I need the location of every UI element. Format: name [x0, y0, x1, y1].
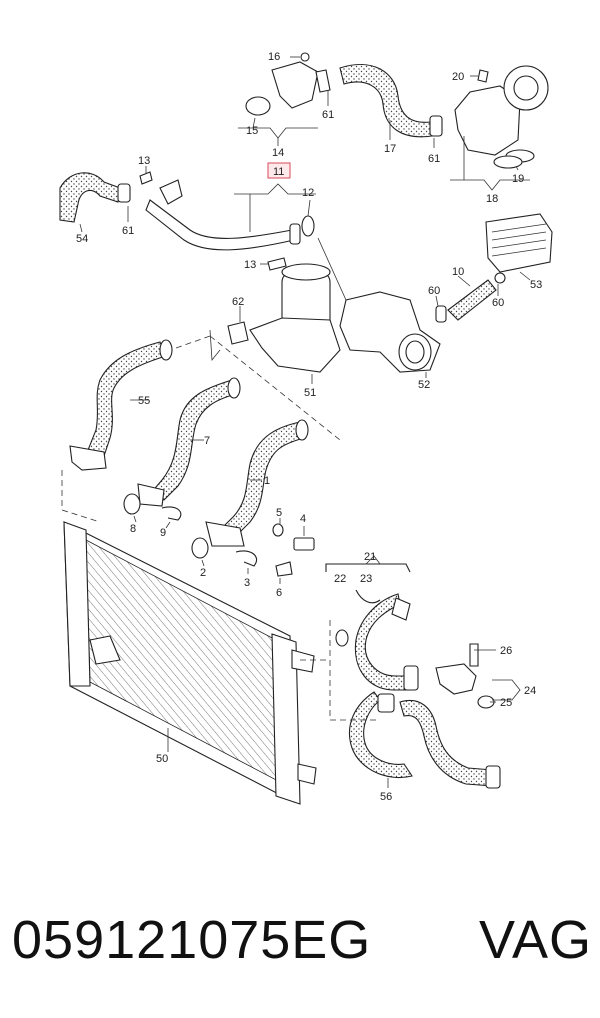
callout-4: 4 [300, 513, 306, 525]
thermostat-housing-assembly [245, 52, 549, 169]
small-part-leaders [133, 515, 305, 584]
callout-62: 62 [232, 296, 244, 308]
oil-filter-housing [227, 263, 341, 373]
coolant-system-exploded-diagram: 16 15 14 61 17 61 20 19 18 13 11 12 54 6… [59, 51, 553, 805]
callout-6: 6 [276, 587, 282, 599]
water-pump [339, 291, 441, 373]
callout-51: 51 [304, 387, 316, 399]
callout-61: 61 [322, 109, 334, 121]
callout-56: 56 [380, 791, 392, 803]
brand-name: VAG [478, 910, 592, 970]
callout-21: 21 [364, 551, 376, 563]
callout-60: 60 [492, 297, 504, 309]
callout-3: 3 [244, 577, 250, 589]
radiator [63, 521, 317, 805]
callout-22: 22 [334, 573, 346, 585]
radiator-hoses [69, 339, 309, 547]
callout-53: 53 [530, 279, 542, 291]
callout-52: 52 [418, 379, 430, 391]
callout-19: 19 [512, 173, 524, 185]
callout-11-highlight [267, 162, 291, 179]
clips-and-seals [123, 493, 315, 577]
top-leader-lines [238, 56, 530, 191]
callout-61: 61 [122, 225, 134, 237]
callout-55: 55 [138, 395, 150, 407]
mid-leader-lines [209, 271, 531, 384]
callout-8: 8 [130, 523, 136, 535]
part-number: 059121075EG [12, 910, 372, 970]
callout-50: 50 [156, 753, 168, 765]
callout-18: 18 [486, 193, 498, 205]
callout-2: 2 [200, 567, 206, 579]
callout-16: 16 [268, 51, 280, 63]
callout-10: 10 [452, 266, 464, 278]
callout-12: 12 [302, 187, 314, 199]
callout-13: 13 [138, 155, 150, 167]
callout-7: 7 [204, 435, 210, 447]
callout-11: 11 [273, 166, 284, 178]
oil-cooler [435, 213, 553, 323]
callout-5: 5 [276, 507, 282, 519]
callout-9: 9 [160, 527, 166, 539]
callout-25: 25 [500, 697, 512, 709]
lower-leader-lines [300, 620, 521, 788]
pipe-leader-lines [79, 166, 347, 301]
dashed-group-lines [61, 335, 341, 523]
callout-60: 60 [428, 285, 440, 297]
callout-26: 26 [500, 645, 512, 657]
callout-61: 61 [428, 153, 440, 165]
lower-hose-assembly [325, 555, 501, 789]
callout-23: 23 [360, 573, 372, 585]
part-caption: 059121075EG VAG [12, 900, 592, 980]
callout-1: 1 [264, 475, 270, 487]
callout-labels: 16 15 14 61 17 61 20 19 18 13 11 12 54 6… [76, 51, 542, 803]
callout-20: 20 [452, 71, 464, 83]
coolant-pipe-assembly [59, 171, 315, 271]
callout-24: 24 [524, 685, 536, 697]
callout-17: 17 [384, 143, 396, 155]
callout-54: 54 [76, 233, 88, 245]
callout-15: 15 [246, 125, 258, 137]
callout-14: 14 [272, 147, 284, 159]
callout-13: 13 [244, 259, 256, 271]
